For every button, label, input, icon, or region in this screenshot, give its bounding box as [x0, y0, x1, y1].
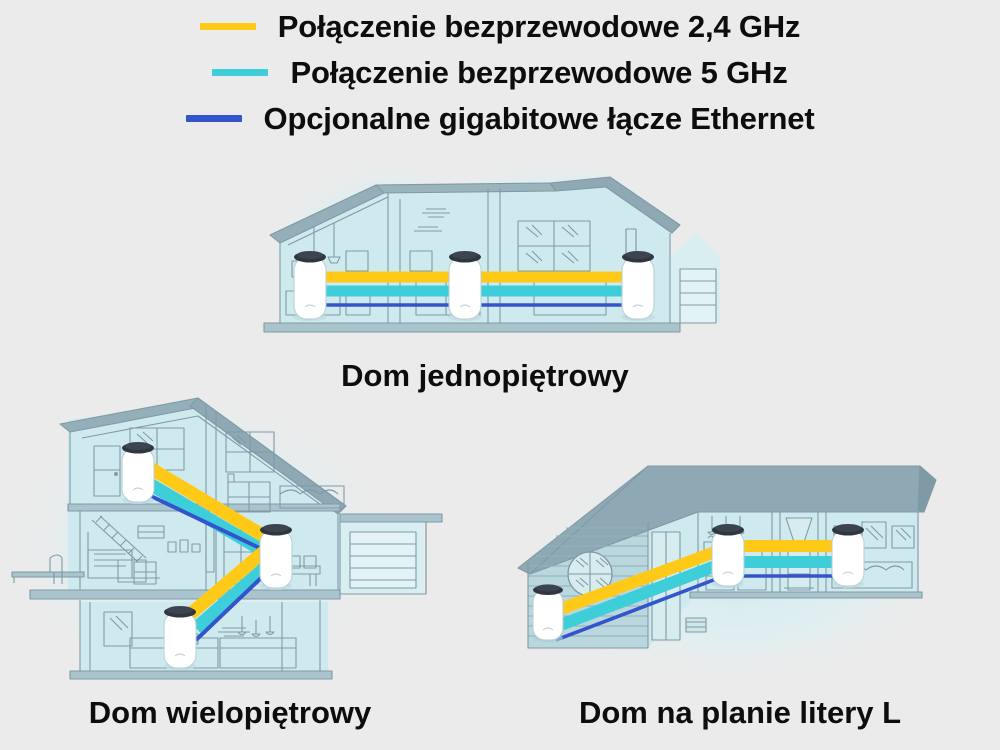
legend-label-wifi-24ghz: Połączenie bezprzewodowe 2,4 GHz	[277, 8, 801, 44]
single-story-illustration	[263, 165, 720, 350]
legend-swatch-ethernet	[185, 114, 242, 122]
deco-unit-2	[448, 251, 482, 321]
scene-multi-story	[10, 390, 450, 685]
gable-outline	[69, 432, 339, 594]
link-lines-group	[555, 540, 848, 642]
right-wing-floor-slab	[689, 591, 923, 599]
roof-right-edge	[917, 465, 937, 513]
gable-outline	[527, 522, 649, 649]
link-ethernet-left-mid	[555, 574, 725, 642]
legend-item-ethernet: Opcjonalne gigabitowe łącze Ethernet	[185, 98, 815, 138]
floor-slab	[263, 322, 681, 333]
link-wifi-24ghz-left-mid	[555, 542, 729, 616]
floor-slab-bottom	[69, 670, 333, 680]
garage-block	[339, 513, 443, 595]
outdoor-step	[685, 617, 707, 633]
interior-ceiling-left	[287, 196, 389, 246]
deco-unit-lower	[163, 606, 197, 670]
scene-single-story	[250, 165, 720, 355]
scene-l-shaped	[500, 450, 980, 690]
deco-unit-3	[621, 251, 655, 321]
legend-label-wifi-5ghz: Połączenie bezprzewodowe 5 GHz	[290, 54, 788, 90]
roof-right-gable	[549, 176, 681, 234]
garage-door	[679, 268, 717, 324]
multi-story-illustration	[10, 392, 443, 685]
deco-unit-upper	[121, 442, 155, 504]
caption-l-shaped: Dom na planie litery L	[578, 695, 902, 730]
deco-unit-right	[831, 524, 865, 588]
legend-label-ethernet: Opcjonalne gigabitowe łącze Ethernet	[263, 100, 815, 136]
caption-single-story: Dom jednopiętrowy	[341, 358, 629, 393]
partition-upper	[205, 406, 217, 504]
deco-unit-left	[532, 584, 564, 642]
link-wifi-24ghz-top-mid	[136, 456, 278, 548]
deco-unit-middle	[259, 524, 293, 590]
legend: Połączenie bezprzewodowe 2,4 GHz Połącze…	[0, 6, 1000, 138]
deco-unit-middle	[711, 524, 745, 588]
legend-item-wifi-5ghz: Połączenie bezprzewodowe 5 GHz	[212, 52, 788, 92]
link-ethernet-top-mid	[133, 486, 269, 554]
roof-ridge-right	[375, 182, 557, 194]
deco-unit-1	[293, 251, 327, 321]
link-wifi-5ghz-left-mid	[555, 556, 729, 632]
legend-swatch-wifi-5ghz	[212, 68, 269, 76]
legend-item-wifi-24ghz: Połączenie bezprzewodowe 2,4 GHz	[199, 6, 801, 46]
wall-left-lower	[79, 600, 91, 671]
wall-outline	[279, 233, 671, 323]
caption-multi-story: Dom wielopiętrowy	[88, 695, 372, 730]
upper-right-room-furniture	[225, 431, 345, 513]
legend-swatch-wifi-24ghz	[199, 22, 256, 30]
l-shaped-illustration	[517, 452, 950, 688]
link-wifi-24ghz-mid-bottom	[183, 543, 273, 621]
floor-slab-mid-lower	[29, 589, 341, 600]
attic-inner-slope	[81, 415, 329, 511]
